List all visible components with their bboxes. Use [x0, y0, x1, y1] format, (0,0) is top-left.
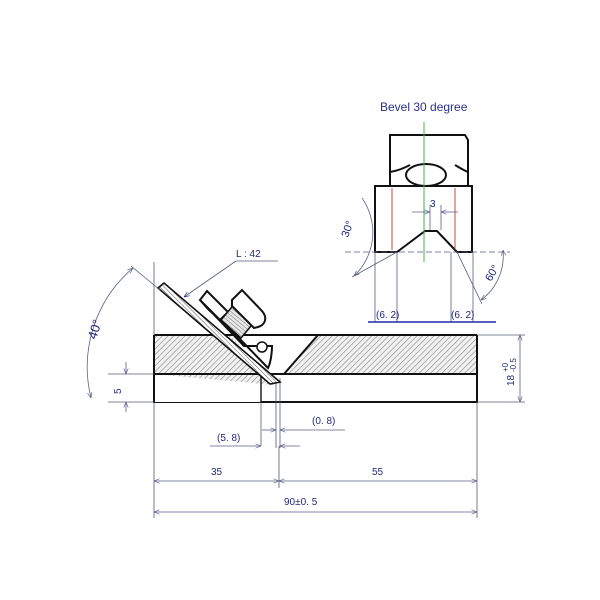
thickness-tol-lower: -0.5	[509, 358, 518, 372]
wedge	[199, 299, 274, 370]
end-view: 3 30° 60° (6. 2) (6. 2)	[340, 122, 510, 323]
offset-left-label: (6. 2)	[376, 310, 399, 321]
angle-30-label: 30°	[340, 219, 357, 239]
side-view: L : 42 40° 5 18 +0 -0.5 (0. 8)	[85, 249, 525, 518]
arc-60	[481, 250, 503, 300]
end-view-knob-shoulder-right	[454, 164, 469, 173]
body-right-hatch	[284, 336, 476, 373]
blade	[156, 281, 282, 385]
mouth-height-label: 5	[113, 388, 124, 394]
dim-center-width: 3	[430, 199, 436, 210]
total-length-label: 90±0. 5	[284, 497, 318, 508]
thickness-tol-upper: +0	[501, 362, 510, 372]
left-length-label: 35	[211, 467, 223, 478]
end-view-knob-shoulder-left	[389, 164, 411, 173]
gap-right-label: (0. 8)	[312, 416, 335, 427]
offset-right-label: (6. 2)	[451, 310, 474, 321]
arc-30	[354, 197, 374, 276]
leader-arrow	[184, 260, 237, 297]
right-length-label: 55	[372, 467, 384, 478]
drawing-title: Bevel 30 degree	[380, 100, 468, 114]
angle-40-label: 40°	[85, 318, 105, 341]
gap-left-label: (5. 8)	[217, 433, 240, 444]
thickness-dimension: 18 +0 -0.5	[501, 358, 518, 386]
end-view-screw-head	[405, 163, 447, 187]
blade-length-label: L : 42	[236, 249, 261, 260]
pin-circle	[256, 341, 268, 353]
thickness-label: 18	[506, 374, 517, 386]
blade-ext-line	[130, 265, 161, 291]
screw-head	[231, 288, 267, 330]
body-left-hatch	[154, 335, 275, 385]
angle-60-label: 60°	[483, 263, 502, 283]
arc-40	[86, 268, 133, 398]
bevel-right-face	[283, 334, 319, 375]
bevel-ext-right	[456, 251, 483, 305]
bevel-ext-left	[351, 251, 398, 278]
